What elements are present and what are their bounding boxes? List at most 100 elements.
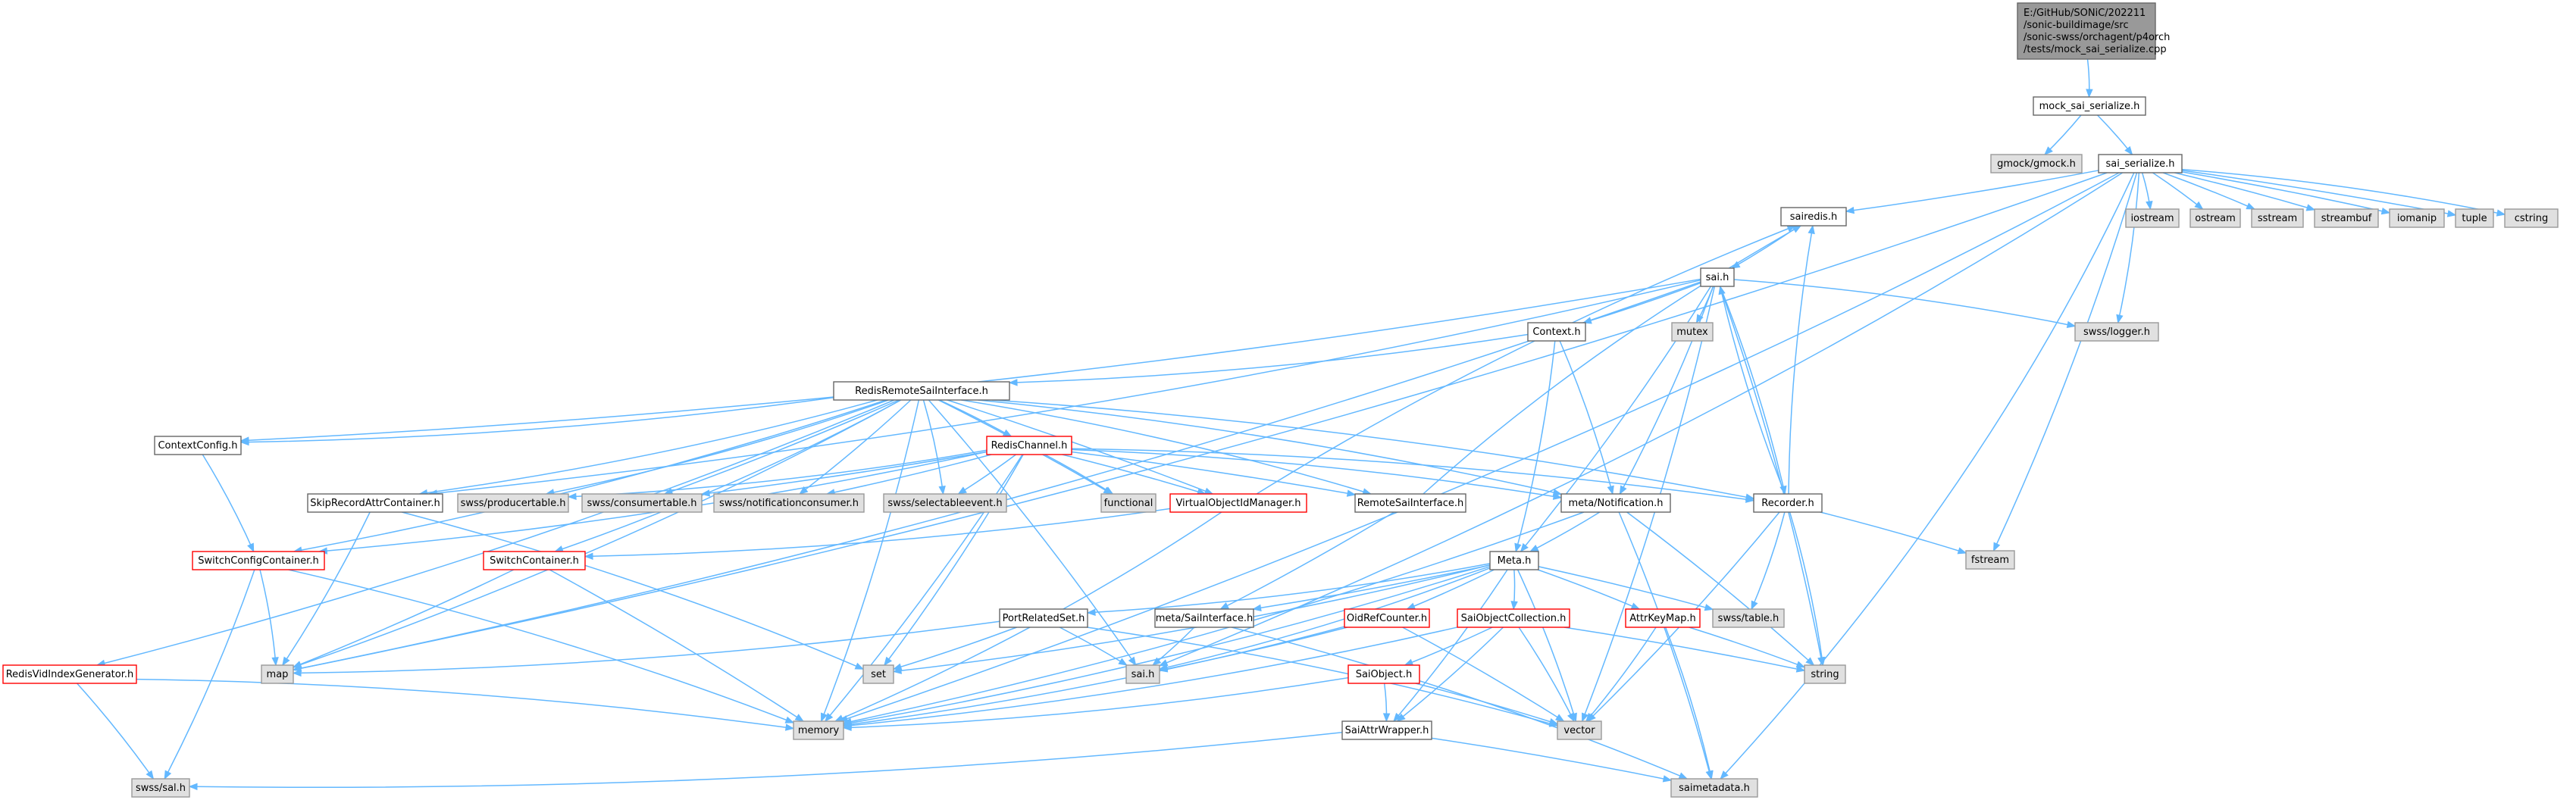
edge-arrowhead bbox=[1252, 604, 1262, 612]
edge-line bbox=[1619, 286, 1714, 495]
edge-arrowhead bbox=[1520, 542, 1529, 553]
edge-line bbox=[1256, 225, 1796, 495]
edge-line bbox=[1689, 627, 1805, 668]
edge-arrowhead bbox=[799, 486, 809, 495]
edge-line bbox=[1720, 286, 1786, 495]
node-swconfcont[interactable]: SwitchConfigContainer.h bbox=[192, 551, 325, 570]
edge-sai_ser-to-iostream bbox=[2141, 172, 2153, 211]
node-saiattrw[interactable]: SaiAttrWrapper.h bbox=[1341, 720, 1432, 740]
edge-attrkey-to-saimeta bbox=[1664, 627, 1714, 780]
edge-line bbox=[2044, 114, 2082, 155]
edge-line bbox=[1626, 511, 1814, 666]
edge-arrowhead bbox=[2124, 145, 2133, 156]
node-box bbox=[862, 664, 894, 684]
edge-line bbox=[1253, 564, 1491, 610]
node-label: saimetadata.h bbox=[1679, 783, 1750, 794]
node-box bbox=[1712, 608, 1785, 628]
node-sai[interactable]: sai.h bbox=[1700, 267, 1735, 287]
edge-line bbox=[1431, 737, 1672, 781]
edge-redischan-to-metanotif bbox=[1071, 448, 1563, 500]
edge-arrowhead bbox=[1845, 206, 1855, 214]
node-remotesai[interactable]: RemoteSaiInterface.h bbox=[1354, 493, 1466, 513]
node-rrsi[interactable]: RedisRemoteSaiInterface.h bbox=[833, 381, 1010, 401]
edge-redischan-to-set bbox=[884, 454, 1024, 667]
node-label: RedisChannel.h bbox=[991, 440, 1068, 452]
node-oidref[interactable]: OidRefCounter.h bbox=[1344, 608, 1430, 628]
node-sairedis[interactable]: sairedis.h bbox=[1780, 207, 1847, 227]
node-label: Recorder.h bbox=[1761, 498, 1814, 509]
node-portrel[interactable]: PortRelatedSet.h bbox=[999, 608, 1088, 628]
edge-arrowhead bbox=[1795, 661, 1806, 668]
edge-recorder-to-sairedis bbox=[1788, 224, 1815, 495]
node-context[interactable]: Context.h bbox=[1527, 322, 1586, 342]
edge-arrowhead bbox=[271, 657, 279, 667]
node-box bbox=[1990, 154, 2083, 173]
node-root[interactable]: E:/GitHub/SONiC/202211/sonic-buildimage/… bbox=[2017, 2, 2170, 60]
node-string: string bbox=[1804, 664, 1846, 684]
node-skiprec[interactable]: SkipRecordAttrContainer.h bbox=[307, 493, 443, 513]
node-box bbox=[1347, 664, 1420, 684]
node-label: gmock/gmock.h bbox=[1997, 158, 2076, 170]
node-gmock: gmock/gmock.h bbox=[1990, 154, 2083, 173]
edge-line bbox=[293, 399, 902, 668]
edge-arrowhead bbox=[2246, 202, 2256, 210]
edge-arrowhead bbox=[188, 783, 198, 791]
edge-sai-to-metanotif bbox=[1619, 286, 1714, 495]
edge-line bbox=[1087, 563, 1491, 614]
edge-arrowhead bbox=[1396, 713, 1406, 722]
edge-oidref-to-vector bbox=[1402, 627, 1565, 722]
edge-arrowhead bbox=[1529, 544, 1539, 552]
node-saimeta: saimetadata.h bbox=[1670, 778, 1758, 798]
edge-line bbox=[2174, 172, 2315, 211]
edge-arrowhead bbox=[1346, 489, 1357, 497]
edge-sai_ser-to-saimeta bbox=[1720, 172, 2135, 780]
node-metah[interactable]: Meta.h bbox=[1489, 551, 1539, 570]
node-label: /sonic-buildimage/src bbox=[2024, 20, 2129, 31]
node-mock_ser[interactable]: mock_sai_serialize.h bbox=[2033, 96, 2146, 116]
node-redisvid[interactable]: RedisVidIndexGenerator.h bbox=[2, 664, 137, 684]
node-box bbox=[2455, 208, 2494, 228]
edge-arrowhead bbox=[1630, 602, 1641, 610]
node-label: ostream bbox=[2195, 213, 2236, 224]
edge-arrowhead bbox=[1203, 487, 1214, 495]
node-metanotif[interactable]: meta/Notification.h bbox=[1560, 493, 1671, 513]
edge-line bbox=[293, 399, 887, 552]
node-label: RemoteSaiInterface.h bbox=[1357, 498, 1464, 509]
node-box bbox=[1341, 720, 1432, 740]
node-saiobject[interactable]: SaiObject.h bbox=[1347, 664, 1420, 684]
edge-line bbox=[978, 399, 1562, 495]
node-swcont[interactable]: SwitchContainer.h bbox=[483, 551, 586, 570]
edge-saiattrw-to-saimeta bbox=[1431, 737, 1673, 783]
node-label: /sonic-swss/orchagent/p4orch bbox=[2024, 32, 2170, 43]
node-label: PortRelatedSet.h bbox=[1003, 613, 1085, 624]
edge-line bbox=[2181, 168, 2506, 215]
node-saiobjcoll[interactable]: SaiObjectCollection.h bbox=[1457, 608, 1570, 628]
node-sai_ser[interactable]: sai_serialize.h bbox=[2098, 154, 2183, 173]
node-box bbox=[2389, 208, 2445, 228]
node-box bbox=[2074, 322, 2159, 342]
node-tuple: tuple bbox=[2455, 208, 2494, 228]
node-voidmgr[interactable]: VirtualObjectIdManager.h bbox=[1169, 493, 1307, 513]
edge-line bbox=[1407, 569, 1495, 610]
node-redischan[interactable]: RedisChannel.h bbox=[986, 436, 1072, 455]
node-box bbox=[1169, 493, 1307, 513]
edge-metah-to-attrkey bbox=[1537, 569, 1641, 610]
node-box bbox=[999, 608, 1088, 628]
edge-sai-to-ctxconf bbox=[239, 278, 1701, 444]
edge-line bbox=[1397, 627, 1504, 722]
edge-metah-to-metasai bbox=[1252, 564, 1491, 612]
edge-attrkey-to-vector bbox=[1585, 627, 1657, 723]
node-box bbox=[154, 436, 242, 455]
node-attrkey[interactable]: AttrKeyMap.h bbox=[1625, 608, 1701, 628]
edge-arrowhead bbox=[2305, 204, 2316, 211]
node-label: RedisRemoteSaiInterface.h bbox=[855, 386, 988, 397]
node-label: sairedis.h bbox=[1790, 211, 1837, 223]
node-ctxconf[interactable]: ContextConfig.h bbox=[154, 436, 242, 455]
node-metasai[interactable]: meta/SaiInterface.h bbox=[1154, 608, 1254, 628]
edge-rrsi-to-ctxconf bbox=[239, 397, 834, 446]
node-recorder[interactable]: Recorder.h bbox=[1753, 493, 1823, 513]
node-box bbox=[883, 493, 1007, 513]
edge-arrowhead bbox=[2194, 201, 2204, 210]
edge-redisvid-to-swsssal bbox=[77, 683, 155, 780]
edge-swconfcont-to-memory bbox=[288, 569, 795, 723]
